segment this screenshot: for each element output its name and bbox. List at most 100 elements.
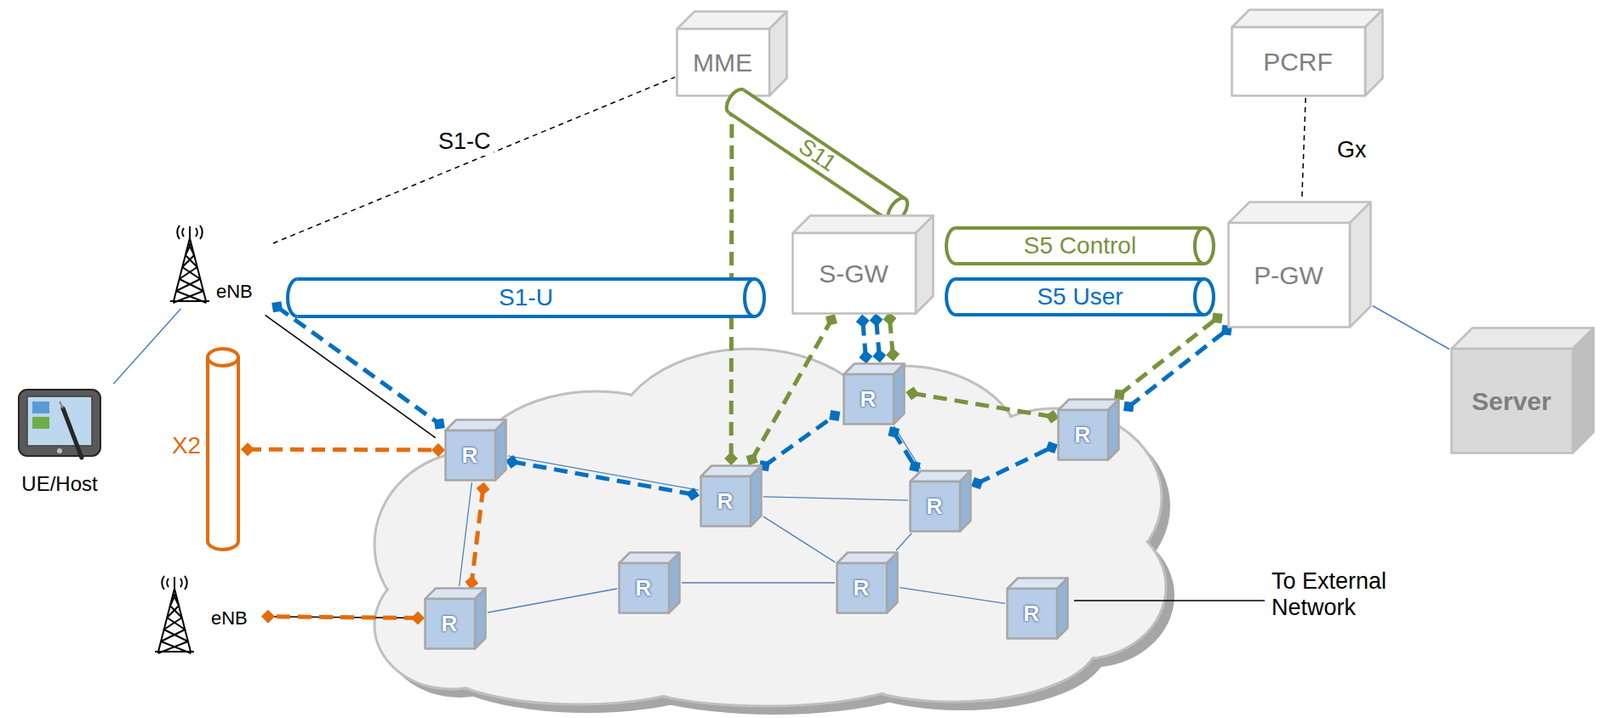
external-link-line [1074,600,1265,602]
node-face: MME [675,28,770,98]
node-label: R [1074,422,1092,449]
link-line [508,456,699,491]
link-line [273,77,675,244]
node-label: MME [692,48,753,79]
tunnel-node: S11 [720,83,914,229]
link-line [459,482,473,587]
node-label: R [462,443,479,469]
node-face: S1-U [285,277,766,319]
node-label: R [1023,601,1040,628]
link-line [262,617,423,619]
node-face: eNB [216,280,253,303]
node-face: X2 [168,428,205,463]
node-label: Server [1471,387,1551,418]
link-line [896,533,912,552]
node-face: eNB [211,607,248,629]
node-face: P-GW [1227,222,1350,329]
tunnel-node: S5 Control [944,226,1216,266]
router-box: R [423,587,487,651]
router-box: R [1005,577,1069,640]
router-box: R [617,551,681,615]
network-element-box: Server [1450,326,1595,455]
enodeb-node: eNB [151,573,263,659]
node-label: S5 Control [1023,232,1137,260]
node-face: R [908,481,960,533]
tunnel-path [890,319,894,355]
node-face: R [1005,588,1058,640]
node-label: P-GW [1253,261,1324,292]
node-label: S5 User [1036,283,1123,311]
node-label: eNB [211,607,248,629]
tunnel-path [912,393,1052,417]
link-line [681,582,835,583]
tunnel-node: S1-U [285,277,766,319]
enodeb-node: eNB [166,222,273,309]
network-element-box: PCRF [1230,8,1384,98]
node-face: S5 Control [944,226,1216,266]
tablet-icon [3,384,116,463]
interface-label: Gx [1334,136,1370,165]
tunnel-path [268,617,418,619]
network-element-box: MME [675,10,789,98]
node-face: PCRF [1230,27,1366,98]
router-box: R [1057,398,1120,462]
tunnel-path [247,447,439,453]
router-box: R [835,551,899,615]
node-label: R [717,489,734,515]
node-label: PCRF [1262,47,1333,78]
node-face: R [444,430,496,482]
node-face: R [617,563,669,615]
node-face: R [842,374,894,426]
network-element-box: P-GW [1227,200,1372,329]
link-line [763,497,909,501]
cell-tower-icon [151,573,200,656]
tunnel-path [752,320,832,460]
tunnel-node: X2 [168,347,242,552]
node-face: UE/Host [3,469,116,499]
link-line [113,308,181,385]
node-label: R [441,611,458,638]
node-face: S11 [720,83,914,229]
tunnel-path [1128,330,1227,407]
tunnel-path [977,447,1052,484]
node-label: S11 [793,133,841,178]
cell-tower-icon [166,222,215,305]
network-element-box: S-GW [791,214,935,315]
link-line [1302,97,1306,200]
node-face: R [1057,410,1109,462]
node-label: X2 [171,432,201,460]
node-label: R [860,387,877,413]
cloud-outline [374,348,1166,707]
router-box: R [908,469,972,533]
link-line [893,426,920,469]
link-line [763,516,835,563]
link-line [265,314,436,438]
node-face: R [423,599,475,651]
cloud-fill [376,350,1165,705]
router-box: R [842,362,906,426]
node-label: eNB [216,280,253,303]
router-box: R [444,418,508,482]
tunnel-path [1119,318,1218,395]
link-line [1372,306,1450,350]
node-label: S1-U [498,284,554,312]
link-line [899,588,1006,605]
tunnel-path [512,462,693,495]
node-label: R [926,494,943,520]
free-label: To External Network [1271,568,1425,622]
node-label: UE/Host [21,472,98,497]
interface-label: S1-C [435,127,494,156]
node-face: R [699,476,751,528]
node-label: R [635,576,652,602]
tunnel-node: S5 User [944,277,1216,317]
node-face: R [835,563,887,615]
tunnel-path [277,307,440,424]
host-device: UE/Host [3,384,116,504]
node-label: S-GW [818,259,889,290]
tunnel-path [862,321,867,358]
tunnel-path [471,489,483,583]
router-box: R [699,464,763,528]
node-face: S-GW [791,233,916,315]
tunnel-path [893,432,915,467]
